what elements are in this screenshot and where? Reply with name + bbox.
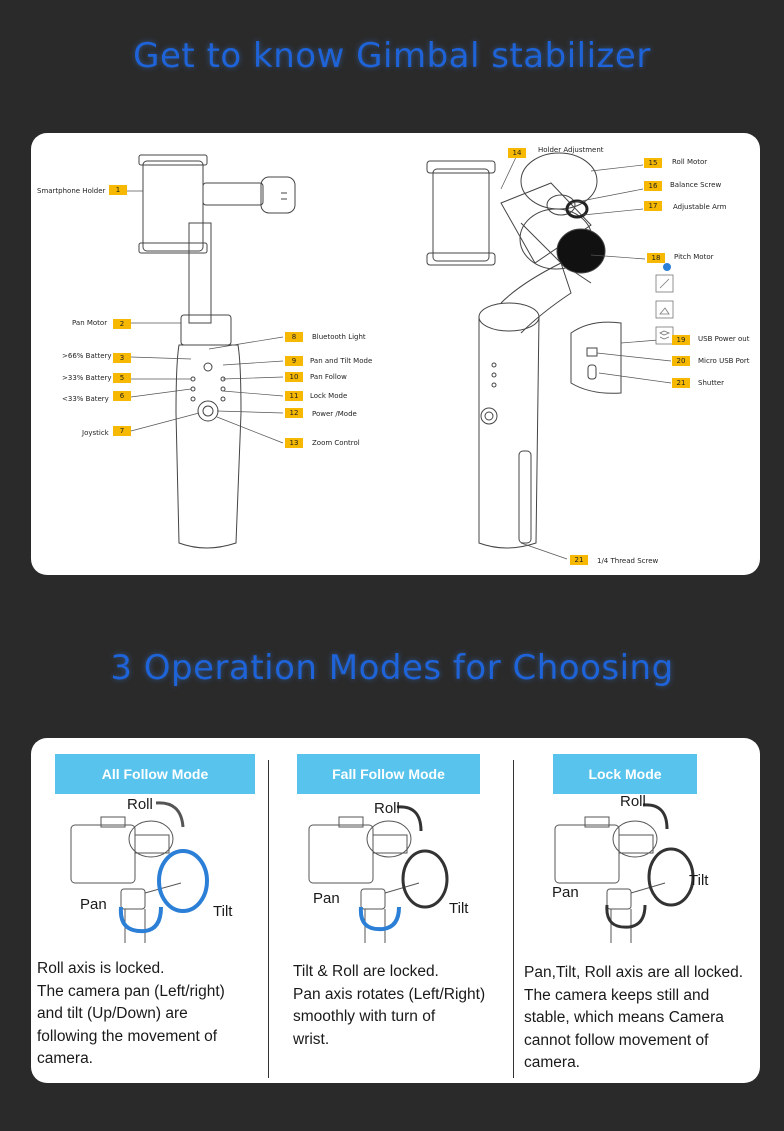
axis-pan-2: Pan	[313, 890, 340, 907]
label-battery-66: >66% Battery	[62, 352, 112, 360]
axis-roll-1: Roll	[127, 796, 153, 813]
badge-7: 7	[113, 426, 131, 436]
toolbar-layers-icon	[655, 326, 674, 345]
label-holder-adjustment: Holder Adjustment	[538, 146, 604, 154]
gimbal-lock-illustration	[554, 803, 695, 943]
gimbal-fall-follow-illustration	[308, 805, 449, 943]
label-adjustable-arm: Adjustable Arm	[673, 203, 727, 211]
label-power-mode: Power /Mode	[312, 410, 357, 418]
mode-desc-fall-follow: Tilt & Roll are locked. Pan axis rotates…	[293, 963, 486, 1048]
label-bluetooth-light: Bluetooth Light	[312, 333, 366, 341]
label-pan-follow: Pan Follow	[310, 373, 347, 381]
label-pitch-motor: Pitch Motor	[674, 253, 714, 261]
gimbal-all-follow-illustration	[70, 801, 209, 943]
mode-desc-all-follow: Roll axis is locked. The camera pan (Lef…	[37, 960, 225, 1067]
label-pan-motor: Pan Motor	[72, 319, 108, 327]
badge-12: 12	[285, 408, 303, 418]
mode-divider-1	[268, 760, 269, 1078]
label-battery-33: >33% Battery	[62, 374, 112, 382]
badge-2: 2	[113, 319, 131, 329]
label-roll-motor: Roll Motor	[672, 158, 708, 166]
gimbal-front-drawing	[126, 152, 674, 560]
operation-modes-panel: All Follow Mode Roll Pan Tilt Roll axis …	[31, 738, 760, 1083]
label-shutter: Shutter	[698, 379, 724, 387]
label-zoom-control: Zoom Control	[312, 439, 360, 447]
label-joystick: Joystick	[82, 429, 109, 437]
title-operation-modes: 3 Operation Modes for Choosing	[110, 648, 674, 688]
pitch-motor-disc	[556, 228, 606, 274]
badge-13: 13	[285, 438, 303, 448]
badge-3: 3	[113, 353, 131, 363]
mode-header-all-follow: All Follow Mode	[55, 754, 255, 794]
badge-15: 15	[644, 158, 662, 168]
badge-8: 8	[285, 332, 303, 342]
mode-divider-2	[513, 760, 514, 1078]
label-battery-low: <33% Batery	[62, 395, 109, 403]
axis-tilt-3: Tilt	[689, 872, 709, 889]
badge-20: 20	[672, 356, 690, 366]
toolbar-image-icon	[655, 300, 674, 319]
badge-16: 16	[644, 181, 662, 191]
label-pan-tilt-mode: Pan and Tilt Mode	[310, 357, 373, 365]
badge-14: 14	[508, 148, 526, 158]
title-gimbal-stabilizer: Get to know Gimbal stabilizer	[133, 36, 651, 76]
label-thread-screw: 1/4 Thread Screw	[597, 557, 659, 565]
parts-diagram-panel: Smartphone Holder 1 Pan Motor 2 >66% Bat…	[31, 133, 760, 575]
label-lock-mode: Lock Mode	[310, 392, 348, 400]
mode-desc-lock: Pan,Tilt, Roll axis are all locked. The …	[524, 964, 744, 1071]
badge-17: 17	[644, 201, 662, 211]
badge-19: 19	[672, 335, 690, 345]
badge-21-thread: 21	[570, 555, 588, 565]
label-balance-screw: Balance Screw	[670, 181, 722, 189]
badge-10: 10	[285, 372, 303, 382]
axis-roll-3: Roll	[620, 793, 646, 810]
badge-5: 5	[113, 373, 131, 383]
badge-18: 18	[647, 253, 665, 263]
axis-tilt-1: Tilt	[213, 903, 233, 920]
axis-pan-3: Pan	[552, 884, 579, 901]
badge-1: 1	[109, 185, 127, 195]
badge-9: 9	[285, 356, 303, 366]
mode-header-fall-follow: Fall Follow Mode	[297, 754, 480, 794]
mode-header-lock: Lock Mode	[553, 754, 697, 794]
badge-21-shutter: 21	[672, 378, 690, 388]
axis-tilt-2: Tilt	[449, 900, 469, 917]
label-usb-power-out: USB Power out	[698, 335, 750, 343]
label-smartphone-holder: Smartphone Holder	[37, 187, 106, 195]
axis-roll-2: Roll	[374, 800, 400, 817]
badge-6: 6	[113, 391, 131, 401]
label-micro-usb-port: Micro USB Port	[698, 357, 750, 365]
axis-pan-1: Pan	[80, 896, 107, 913]
badge-11: 11	[285, 391, 303, 401]
